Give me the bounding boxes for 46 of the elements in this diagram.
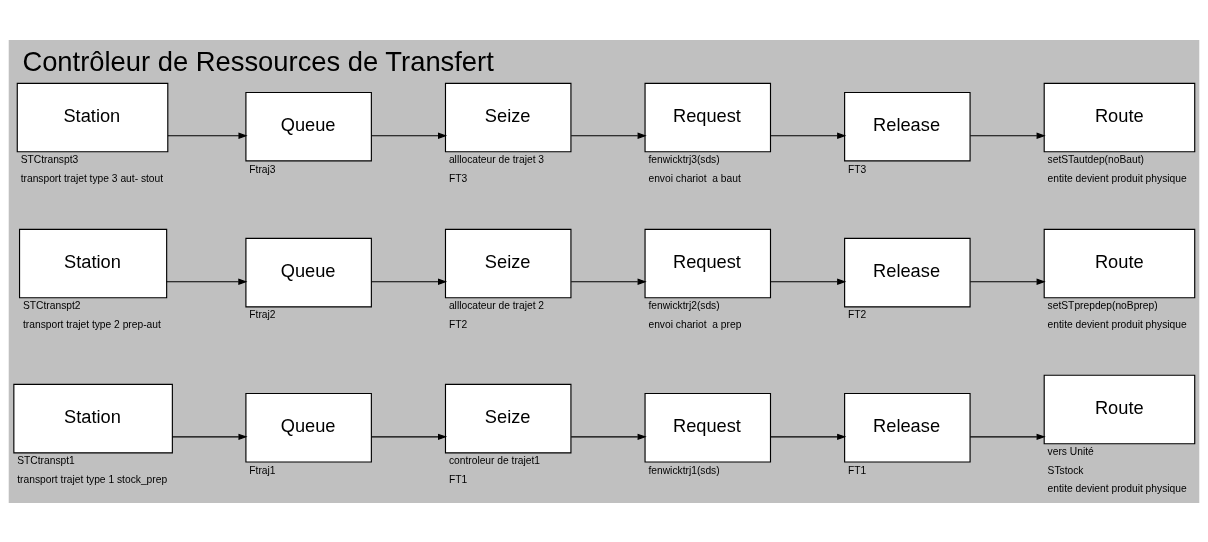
arrow (570, 278, 647, 285)
node-label: fenwicktrj2(sds) (648, 299, 720, 311)
node-label: transport trajet type 2 prep-aut (22, 318, 161, 330)
node-label: entite devient produit physique (1047, 172, 1187, 184)
node-label: STCtranspt3 (20, 153, 79, 165)
node-label: fenwicktrj1(sds) (648, 464, 720, 476)
node-label: FT2 (448, 318, 468, 330)
node-label: FT1 (448, 473, 468, 485)
arrow (570, 132, 647, 139)
arrow (969, 132, 1046, 139)
arrow (167, 132, 248, 139)
node-label: FT3 (448, 172, 468, 184)
arrow (770, 433, 847, 440)
node-label: Ftraj2 (249, 308, 276, 320)
node-label: Ftraj1 (249, 464, 276, 476)
node-label: alllocateur de trajet 3 (448, 153, 545, 165)
arrow (165, 278, 248, 285)
node-label: alllocateur de trajet 2 (448, 299, 545, 311)
node-label: transport trajet type 3 aut- stout (20, 172, 164, 184)
arrow (570, 433, 647, 440)
arrow (171, 433, 248, 440)
node-label: envoi chariot a baut (648, 172, 741, 184)
arrow (371, 132, 448, 139)
arrow (969, 433, 1046, 440)
node-label: FT1 (848, 464, 867, 476)
node-label: setSTautdep(noBaut) (1047, 153, 1144, 165)
node-label: FT2 (848, 308, 867, 320)
node-label: entite devient produit physique (1047, 482, 1187, 494)
node-label: vers Unité (1047, 445, 1094, 457)
arrow (770, 132, 847, 139)
node-label: transport trajet type 1 stock_prep (17, 473, 168, 485)
node-label: setSTprepdep(noBprep) (1047, 299, 1158, 311)
arrow (969, 278, 1046, 285)
node-label: FT3 (848, 163, 867, 175)
node-label: entite devient produit physique (1047, 318, 1187, 330)
node-label: fenwicktrj3(sds) (648, 153, 720, 165)
node-label: Ftraj3 (249, 163, 276, 175)
arrow (371, 278, 448, 285)
node-label: STCtranspt1 (17, 454, 75, 466)
node-label: STstock (1047, 464, 1084, 476)
node-label: STCtranspt2 (22, 299, 81, 311)
node-label: envoi chariot a prep (648, 318, 742, 330)
arrow (371, 433, 448, 440)
arrow (770, 278, 847, 285)
node-label: controleur de trajet1 (448, 454, 541, 466)
diagram-title: Contrôleur de Ressources de Transfert (22, 45, 494, 77)
